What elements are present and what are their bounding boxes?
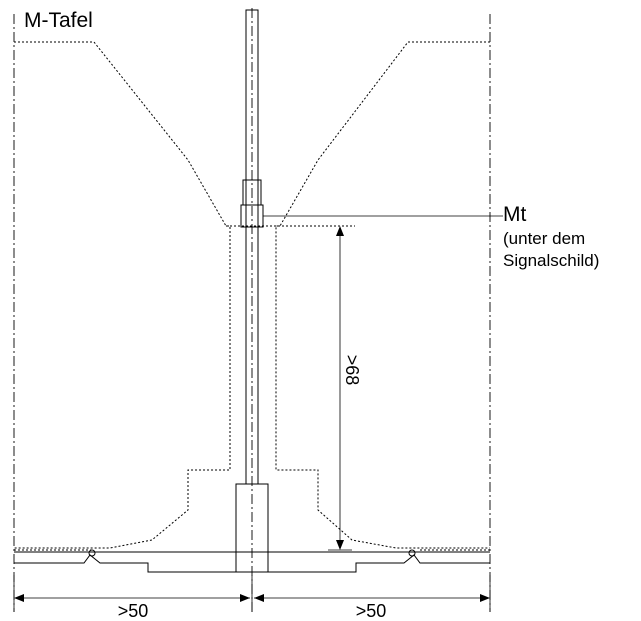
- clearance-profile-right: [275, 41, 490, 549]
- right-width-dimension-label: >50: [356, 601, 387, 621]
- height-arrow-top: [336, 226, 344, 236]
- height-dimension-label: >68: [342, 355, 362, 386]
- clearance-profile: [14, 41, 231, 549]
- height-arrow-bottom: [336, 540, 344, 550]
- mt-note-line2: Signalschild): [503, 251, 599, 270]
- left-width-arrow-start: [14, 594, 24, 602]
- rail-right: [408, 549, 416, 557]
- right-width-arrow-start: [254, 594, 264, 602]
- sign-name-label: M-Tafel: [24, 9, 93, 32]
- rail-left: [88, 549, 96, 557]
- mt-note-line1: (unter dem: [503, 229, 585, 248]
- track-bed: [14, 554, 490, 573]
- mt-label: Mt: [503, 203, 526, 226]
- left-width-dimension-label: >50: [118, 601, 149, 621]
- left-width-arrow-end: [240, 594, 250, 602]
- right-width-arrow-end: [480, 594, 490, 602]
